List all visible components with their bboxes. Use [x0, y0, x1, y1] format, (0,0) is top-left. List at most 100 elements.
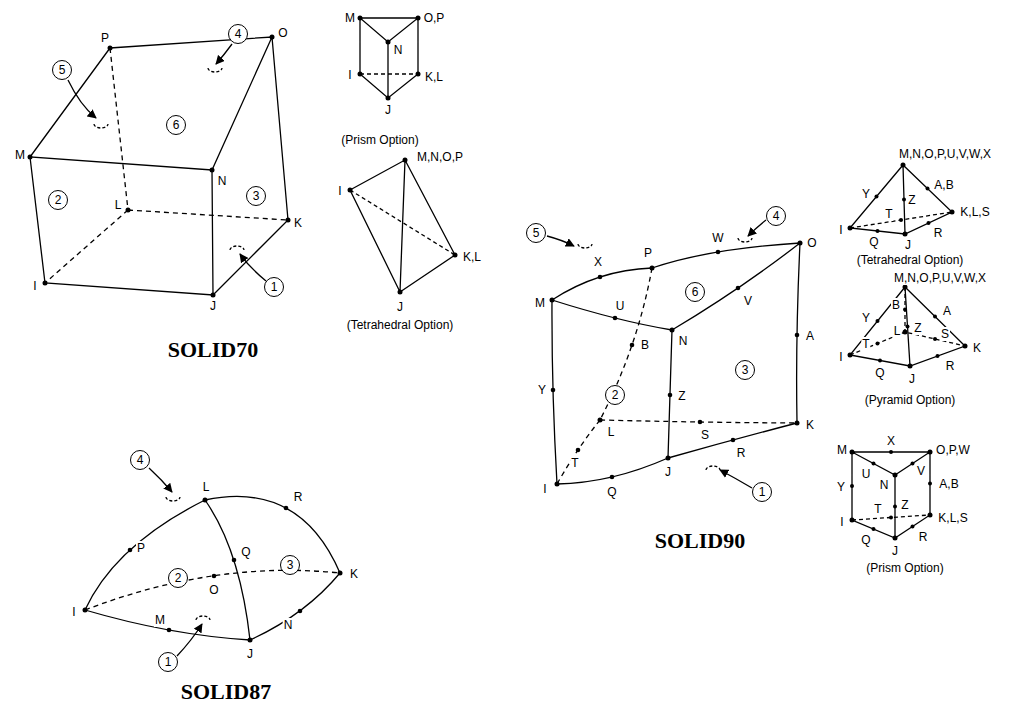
node-letter: J: [384, 103, 392, 117]
node-letter: S: [940, 327, 950, 341]
option-caption: (Pyramid Option): [865, 393, 956, 407]
node-letter: R: [736, 446, 747, 460]
node-letter: R: [918, 530, 929, 544]
node-letter: T: [570, 456, 579, 470]
node-letter: Y: [861, 187, 871, 201]
node-letter: J: [396, 300, 404, 314]
node-letter: K,L: [462, 250, 482, 264]
node-letter: X: [886, 434, 896, 448]
node-letter: M,N,O,P: [416, 150, 464, 164]
callout-number: 1: [158, 652, 178, 672]
option-caption: (Tetrahedral Option): [347, 318, 454, 332]
node-letter: Z: [913, 321, 922, 335]
node-letter: I: [71, 605, 76, 619]
node-letter: Q: [860, 533, 871, 547]
callout-number: 2: [605, 385, 625, 405]
node-letter: Q: [240, 545, 251, 559]
node-letter: I: [337, 184, 342, 198]
node-letter: J: [908, 372, 916, 386]
node-letter: T: [873, 502, 882, 516]
node-letter: J: [664, 465, 672, 479]
node-letter: P: [643, 246, 653, 260]
node-letter: K: [293, 216, 303, 230]
node-letter: A: [805, 329, 815, 343]
element-name: SOLID87: [181, 679, 271, 705]
node-letter: W: [711, 231, 724, 245]
node-letter: K: [972, 341, 982, 355]
node-letter: Y: [836, 480, 846, 494]
node-letter: M,N,O,P,U,V,W,X: [898, 147, 992, 161]
node-letter: T: [884, 207, 893, 221]
node-letter: O: [806, 236, 817, 250]
node-letter: M: [344, 11, 356, 25]
node-letter: M: [534, 296, 546, 310]
node-letter: Z: [677, 389, 686, 403]
node-letter: P: [100, 31, 110, 45]
node-letter: Q: [874, 366, 885, 380]
node-letter: I: [542, 482, 547, 496]
node-letter: L: [893, 324, 902, 338]
node-letter: O,P,W: [935, 443, 971, 457]
node-letter: Z: [900, 498, 909, 512]
node-letter: N: [217, 174, 228, 188]
node-letter: O: [208, 583, 219, 597]
element-name: SOLID70: [168, 337, 258, 363]
node-letter: N: [879, 478, 890, 492]
callout-number: 4: [130, 450, 150, 470]
callout-number: 2: [48, 190, 68, 210]
option-caption: (Tetrahedral Option): [857, 253, 964, 267]
node-letter: K,L,S: [959, 205, 990, 219]
node-letter: J: [904, 238, 912, 252]
node-letter: L: [607, 425, 616, 439]
node-letter: Z: [907, 193, 916, 207]
node-letter: J: [246, 647, 254, 661]
node-letter: M: [154, 613, 166, 627]
element-name: SOLID90: [655, 528, 745, 554]
node-letter: O: [277, 26, 288, 40]
node-letter: Y: [537, 383, 547, 397]
callout-number: 6: [685, 282, 705, 302]
node-letter: A,B: [938, 477, 959, 491]
node-letter: A: [942, 304, 952, 318]
node-letter: K: [805, 418, 815, 432]
callout-number: 5: [52, 60, 72, 80]
callout-number: 4: [766, 206, 786, 226]
node-letter: L: [114, 198, 123, 212]
node-letter: I: [838, 350, 843, 364]
callout-number: 4: [228, 24, 248, 44]
node-letter: K,L: [424, 70, 444, 84]
node-letter: N: [283, 618, 294, 632]
node-letter: I: [32, 279, 37, 293]
node-letter: S: [700, 428, 710, 442]
node-letter: M,N,O,P,U,V,W,X: [893, 271, 987, 285]
node-letter: T: [861, 337, 870, 351]
node-letter: I: [347, 68, 352, 82]
option-caption: (Prism Option): [341, 133, 418, 147]
node-letter: X: [593, 255, 603, 269]
callout-number: 3: [246, 186, 266, 206]
node-letter: J: [209, 299, 217, 313]
node-letter: V: [743, 294, 753, 308]
node-letter: J: [891, 544, 899, 558]
node-letter: M: [14, 148, 26, 162]
node-letter: O,P: [423, 11, 446, 25]
node-letter: Y: [861, 311, 871, 325]
node-letter: Q: [606, 485, 617, 499]
callout-number: 5: [526, 223, 546, 243]
callout-number: 1: [264, 277, 284, 297]
callout-number: 6: [166, 115, 186, 135]
node-letter: B: [891, 298, 901, 312]
node-letter: R: [933, 226, 944, 240]
node-letter: K: [349, 567, 359, 581]
node-letter: L: [202, 480, 211, 494]
callout-number: 3: [280, 555, 300, 575]
node-letter: B: [640, 338, 650, 352]
node-letter: U: [861, 467, 872, 481]
node-letter: I: [838, 223, 843, 237]
node-letter: A,B: [933, 178, 954, 192]
node-letter: I: [839, 515, 844, 529]
node-letter: N: [678, 334, 689, 348]
callout-number: 1: [752, 482, 772, 502]
